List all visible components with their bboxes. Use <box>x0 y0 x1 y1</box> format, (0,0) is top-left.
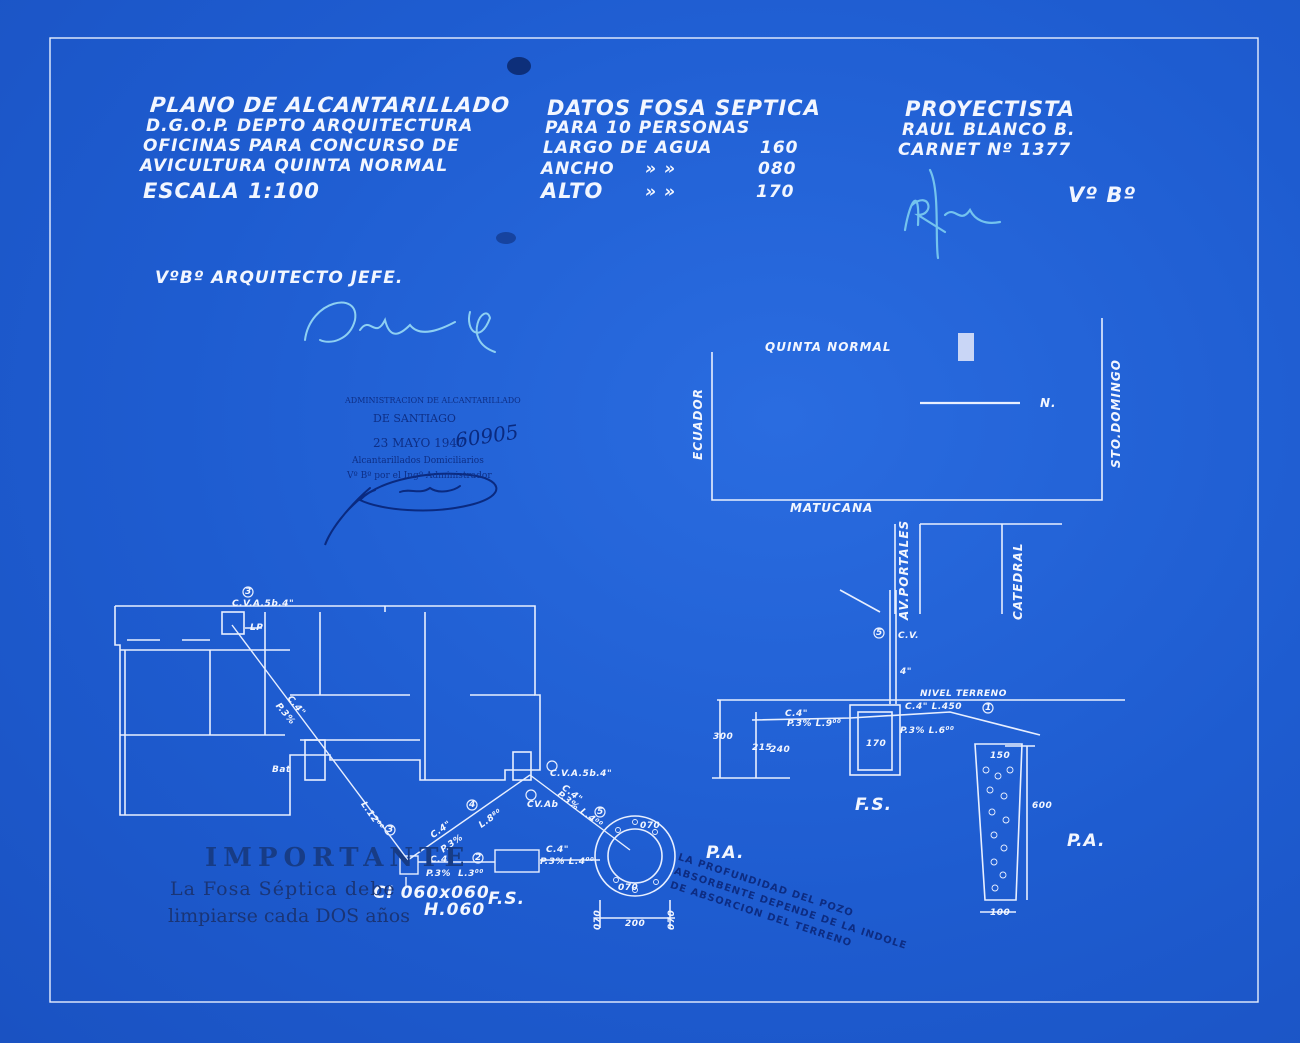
designer-title: PROYECTISTA <box>905 97 1076 121</box>
septic-row-value-1: 080 <box>758 159 797 179</box>
section-dim-600: 600 <box>1032 801 1053 811</box>
septic-title: DATOS FOSA SEPTICA <box>547 96 821 120</box>
septic-row-value-0: 160 <box>760 138 799 158</box>
map-north: N. <box>1040 396 1057 410</box>
designer-approval: Vº Bº <box>1068 183 1137 207</box>
section-c4-a: C.4" <box>785 709 808 719</box>
title-line-4: AVICULTURA QUINTA NORMAL <box>140 156 449 176</box>
admin-stamp-date: 23 MAYO 1947 <box>373 436 465 450</box>
plan-pipes <box>231 624 631 888</box>
node-markers <box>242 586 994 864</box>
section-cv-size: 4" <box>900 667 912 677</box>
section-pa: P.A. <box>1067 831 1106 851</box>
septic-row-label-2: ALTO <box>541 179 604 203</box>
admin-stamp-line-4: Alcantarillados Domiciliarios <box>352 456 484 466</box>
section-dim-100: 100 <box>990 908 1011 918</box>
plan-p3-fs: P.3% L.4⁰⁰ <box>540 857 595 867</box>
section-dim-215: 215 <box>752 743 773 753</box>
plan-dim-070-a: 070 <box>593 909 603 930</box>
plan-dim-070-b: 070 <box>667 909 677 930</box>
plan-absorption-well <box>594 815 676 928</box>
plan-p3-low: P.3% <box>426 869 451 879</box>
plan-node-3: 3 <box>387 825 394 835</box>
map-matucana: MATUCANA <box>790 501 874 515</box>
admin-stamp-line-2: DE SANTIAGO <box>373 412 456 425</box>
floor-plan-walls <box>114 605 541 816</box>
plan-l300: L.3⁰⁰ <box>458 869 484 879</box>
septic-row-mark-2: » » <box>645 182 677 202</box>
section-p3-b: P.3% L.6⁰⁰ <box>900 726 955 736</box>
plan-c4-fs: C.4" <box>546 845 569 855</box>
map-ecuador: ECUADOR <box>691 388 705 460</box>
map-sto-domingo: STO.DOMINGO <box>1109 359 1123 468</box>
title-line-2: D.G.O.P. DEPTO ARQUITECTURA <box>146 116 474 136</box>
signature-stamp <box>324 472 498 546</box>
sheet-border <box>49 37 1259 1003</box>
septic-row-label-1: ANCHO <box>541 159 615 179</box>
plan-node-5: 5 <box>597 807 604 817</box>
plan-cv-top: C.V.A.5b.4" <box>232 599 295 609</box>
plan-h060: H.060 <box>424 900 486 920</box>
septic-row-mark-1: » » <box>645 159 677 179</box>
notice-stamp-line-2: limpiarse cada DOS años <box>168 905 410 927</box>
signature-designer <box>903 168 1002 260</box>
section-c4-b: C.4" L.450 <box>905 702 963 712</box>
section-h170: 170 <box>866 739 887 749</box>
plan-node-3-top: 3 <box>245 587 252 597</box>
title-line-3: OFICINAS PARA CONCURSO DE <box>143 136 460 156</box>
gravel-fill <box>613 766 1014 893</box>
plan-ci: CI 060x060 <box>373 883 490 903</box>
ink-stains <box>496 57 974 361</box>
section-node-1: 1 <box>985 703 992 713</box>
plan-fs: F.S. <box>488 889 526 909</box>
designer-name: RAUL BLANCO B. <box>902 120 1076 140</box>
section-drawing <box>712 589 1125 913</box>
plan-node-2: 2 <box>475 853 482 863</box>
chief-approval: VºBº ARQUITECTO JEFE. <box>155 268 404 288</box>
plan-cv-ab: CV.Ab <box>527 800 559 810</box>
plan-bat: Bat <box>272 765 291 775</box>
section-ground-level: NIVEL TERRENO <box>920 689 1007 699</box>
notice-stamp-line-1: La Fosa Séptica debe <box>170 878 396 900</box>
plan-ring-a: 070 <box>640 821 661 831</box>
notice-stamp-title: IMPORTANTE <box>205 843 471 873</box>
map-quinta-normal: QUINTA NORMAL <box>765 340 892 354</box>
signature-chief <box>304 301 496 353</box>
designer-carnet: CARNET Nº 1377 <box>898 140 1072 160</box>
plan-node-4: 4 <box>469 800 476 810</box>
map-av-portales: AV.PORTALES <box>897 519 911 620</box>
plan-ring-b: 070 <box>618 883 639 893</box>
plan-cv-right: C.V.A.5b.4" <box>550 769 613 779</box>
septic-row-value-2: 170 <box>756 182 795 202</box>
section-dim-240: 240 <box>770 745 791 755</box>
map-catedral: CATEDRAL <box>1011 542 1025 620</box>
section-dim-150: 150 <box>990 751 1011 761</box>
section-p3-a: P.3% L.9⁰⁰ <box>787 719 842 729</box>
admin-stamp-line-1: ADMINISTRACION DE ALCANTARILLADO <box>345 396 521 405</box>
section-cv: C.V. <box>898 631 920 641</box>
section-node-5: 5 <box>876 628 883 638</box>
septic-row-label-0: LARGO DE AGUA <box>543 138 713 158</box>
plan-pa: P.A. <box>706 843 745 863</box>
scale-label: ESCALA 1:100 <box>143 179 320 203</box>
plan-c4-low: C.4" <box>430 855 453 865</box>
plan-dim-200: 200 <box>625 919 646 929</box>
section-fs: F.S. <box>855 795 893 815</box>
title-line-1: PLANO DE ALCANTARILLADO <box>148 93 512 117</box>
plan-lp: LP <box>250 623 264 633</box>
septic-persons: PARA 10 PERSONAS <box>545 118 751 138</box>
section-dim-300: 300 <box>713 732 734 742</box>
admin-stamp-line-5: Vº Bº por el Ingº Administrador <box>347 471 492 481</box>
location-map-streets <box>711 318 1103 614</box>
